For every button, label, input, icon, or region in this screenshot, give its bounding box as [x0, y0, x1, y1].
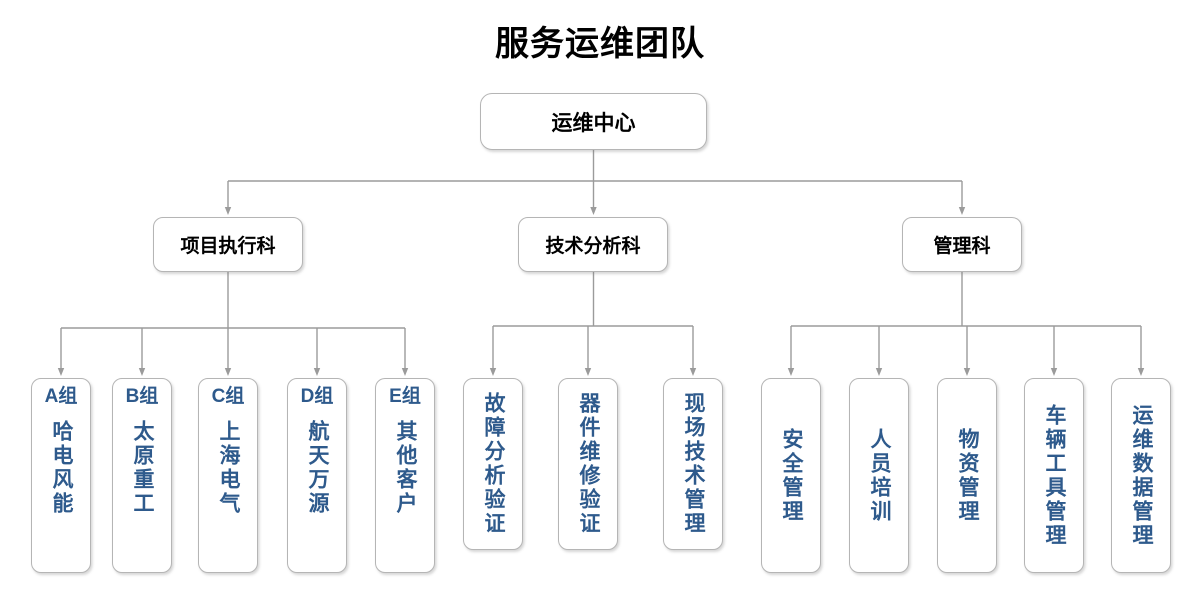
leaf-label: 故障分析验证: [482, 392, 506, 536]
node-leaf-2-0[interactable]: 安全管理: [761, 378, 821, 573]
leaf-code: E组: [389, 386, 421, 407]
node-leaf-1-1[interactable]: 器件维修验证: [558, 378, 618, 550]
leaf-code: D组: [300, 386, 334, 407]
node-department-0[interactable]: 项目执行科: [153, 217, 303, 272]
node-leaf-2-1[interactable]: 人员培训: [849, 378, 909, 573]
leaf-label: 安全管理: [780, 427, 804, 524]
node-leaf-2-4[interactable]: 运维数据管理: [1111, 378, 1171, 573]
leaf-code: B组: [125, 386, 159, 407]
leaf-label: 上海电气: [217, 419, 241, 516]
node-leaf-0-4[interactable]: E组 其他客户: [375, 378, 435, 573]
leaf-code: C组: [211, 386, 245, 407]
leaf-label: 太原重工: [131, 419, 155, 516]
node-leaf-1-2[interactable]: 现场技术管理: [663, 378, 723, 550]
node-leaf-1-0[interactable]: 故障分析验证: [463, 378, 523, 550]
leaf-label: 车辆工具管理: [1043, 403, 1067, 548]
leaf-label: 其他客户: [394, 419, 418, 516]
leaf-code: A组: [44, 386, 78, 407]
leaf-label: 物资管理: [956, 427, 980, 524]
leaf-label: 航天万源: [306, 419, 330, 516]
leaf-label: 运维数据管理: [1130, 403, 1154, 548]
leaf-label: 器件维修验证: [577, 392, 601, 536]
leaf-label: 现场技术管理: [682, 392, 706, 536]
node-leaf-0-3[interactable]: D组 航天万源: [287, 378, 347, 573]
node-department-2[interactable]: 管理科: [902, 217, 1022, 272]
page-title: 服务运维团队: [495, 25, 705, 63]
node-leaf-2-3[interactable]: 车辆工具管理: [1024, 378, 1084, 573]
node-leaf-0-1[interactable]: B组 太原重工: [112, 378, 172, 573]
leaf-label: 人员培训: [868, 427, 892, 524]
node-leaf-0-2[interactable]: C组 上海电气: [198, 378, 258, 573]
node-root[interactable]: 运维中心: [480, 93, 707, 150]
node-leaf-2-2[interactable]: 物资管理: [937, 378, 997, 573]
node-department-1[interactable]: 技术分析科: [518, 217, 668, 272]
node-leaf-0-0[interactable]: A组 哈电风能: [31, 378, 91, 573]
leaf-label: 哈电风能: [50, 419, 74, 516]
